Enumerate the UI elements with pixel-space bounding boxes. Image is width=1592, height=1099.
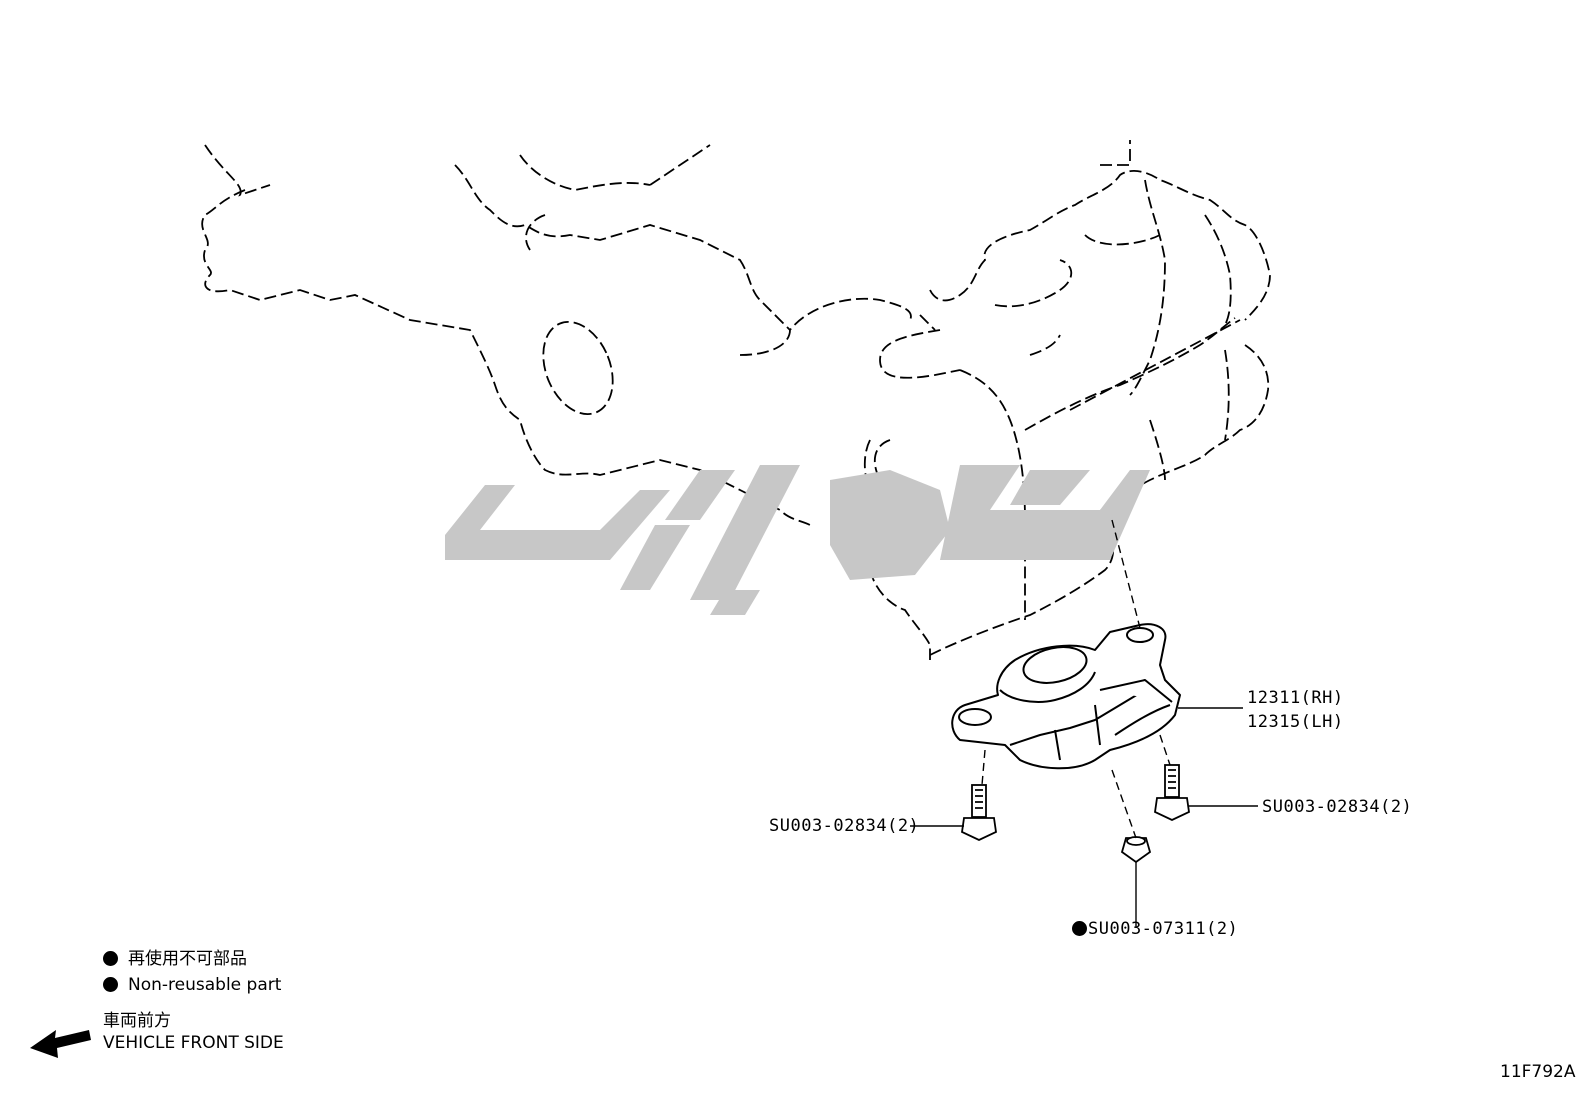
assembly-lines — [981, 519, 1171, 839]
legend-non-reusable-jp-text: 再使用不可部品 — [128, 949, 247, 969]
label-nut-bottom: SU003-07311(2) — [1072, 921, 1238, 938]
bolt-right — [1154, 764, 1190, 821]
legend-non-reusable-en: Non-reusable part — [103, 977, 281, 994]
engine-outline — [201, 140, 1271, 660]
non-reusable-dot-icon — [103, 977, 118, 992]
label-bolt-right: SU003-02834(2) — [1262, 797, 1413, 817]
legend-front-jp: 車両前方 — [103, 1011, 171, 1031]
bolt-left — [961, 784, 997, 841]
leader-lines — [910, 707, 1258, 928]
label-12311-rh: 12311(RH) — [1247, 688, 1344, 708]
legend-non-reusable-en-text: Non-reusable part — [128, 975, 282, 995]
label-bolt-left: SU003-02834(2) — [769, 816, 920, 836]
non-reusable-dot-icon — [1072, 921, 1087, 936]
arrow-left-icon — [30, 1030, 91, 1058]
legend-non-reusable-jp: 再使用不可部品 — [103, 951, 247, 968]
label-12315-lh: 12315(LH) — [1247, 712, 1344, 732]
figure-id: 11F792A — [1500, 1062, 1576, 1082]
legend-front-en: VEHICLE FRONT SIDE — [103, 1033, 284, 1053]
label-nut-bottom-text: SU003-07311(2) — [1088, 919, 1239, 939]
non-reusable-dot-icon — [103, 951, 118, 966]
watermark-logo — [445, 465, 1150, 615]
engine-mount — [951, 623, 1181, 770]
nut-bottom — [1120, 836, 1152, 864]
